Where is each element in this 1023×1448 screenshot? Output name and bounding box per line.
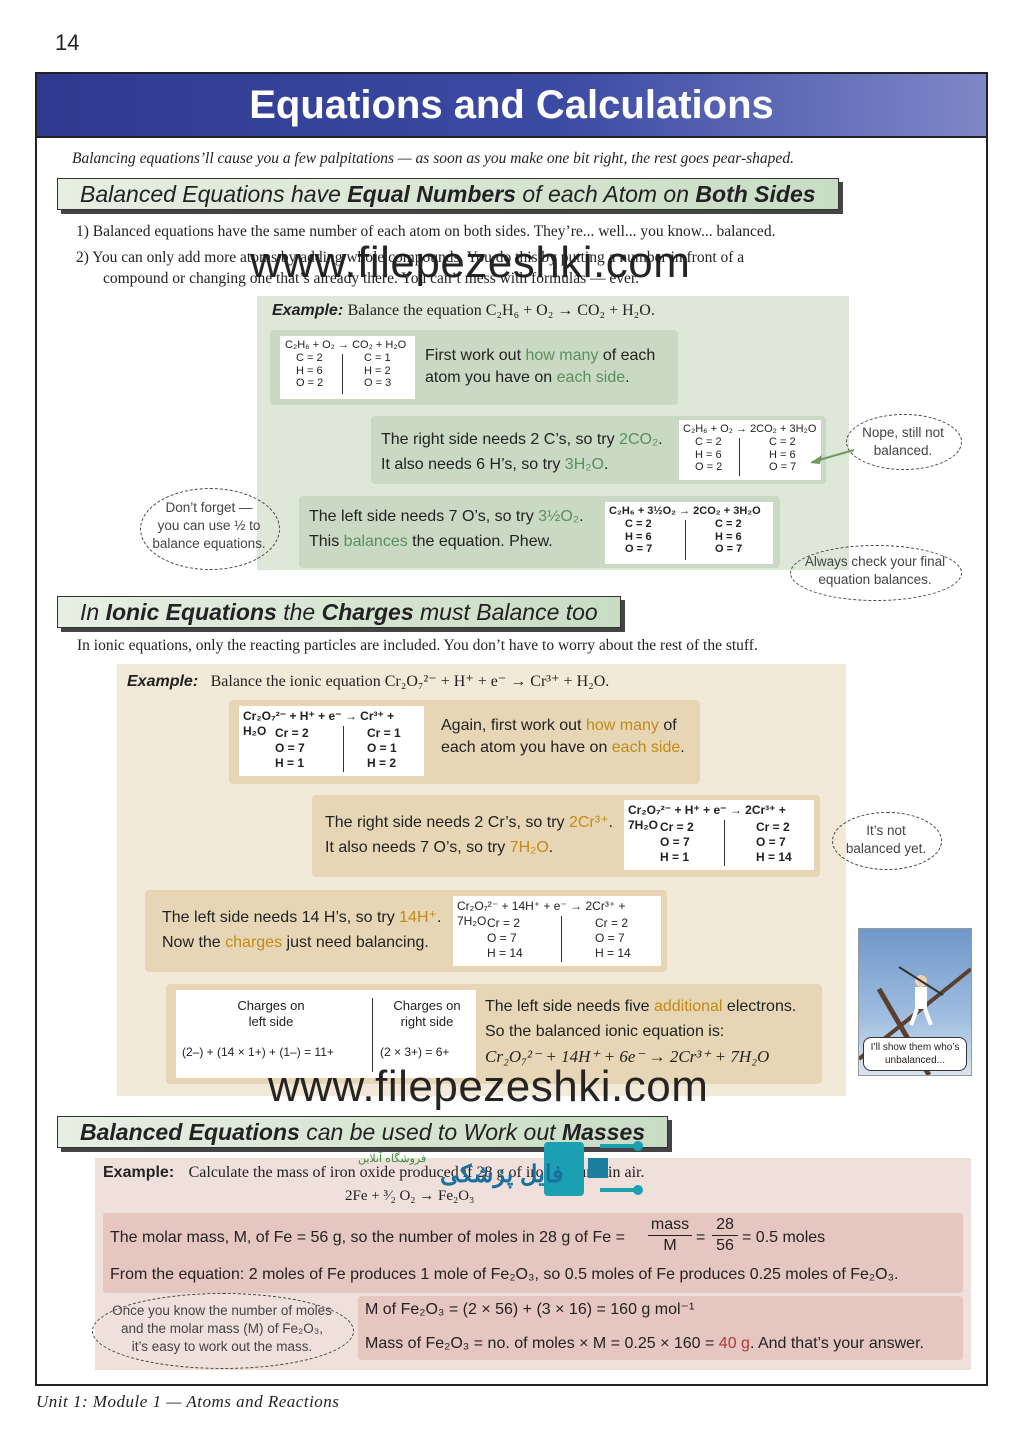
heading-part: Equal Numbers (347, 181, 516, 207)
step2-text: The right side needs 2 C’s, so try 2CO₂.… (381, 431, 663, 473)
molar-line: The molar mass, M, of Fe = 56 g, so the … (110, 1229, 625, 1246)
from-equation-line: From the equation: 2 moles of Fe produce… (110, 1266, 899, 1283)
logo-subtext: فروشگاه آنلاین (358, 1153, 427, 1165)
right-charges-calc: (2 × 3+) = 6+ (380, 1045, 450, 1059)
left-charges-calc: (2–) + (14 × 1+) + (1–) = 11+ (182, 1045, 334, 1059)
molar-mass-line: M of Fe₂O₃ = (2 × 56) + (3 × 16) = 160 g… (365, 1301, 695, 1318)
section2-intro: In ionic equations, only the reacting pa… (77, 637, 758, 654)
section1-point2b: compound or changing one that’s already … (103, 270, 640, 287)
logo-text: فایل پزشکی (440, 1161, 564, 1188)
arrow-icon (810, 449, 855, 464)
molar-box (103, 1213, 963, 1293)
watermark: www.filepezeshki.com (250, 238, 691, 287)
page-frame (35, 72, 988, 1386)
example-label: Example: (272, 302, 344, 319)
heading-part: of each Atom on (515, 181, 696, 207)
footer: Unit 1: Module 1 — Atoms and Reactions (36, 1392, 340, 1411)
callout-burst (92, 1293, 354, 1369)
callout-burst (832, 812, 942, 870)
ionic-step2-text: The right side needs 2 Cr’s, so try 2Cr³… (325, 814, 613, 856)
callout-burst (846, 414, 962, 470)
moles-result: = 0.5 moles (742, 1229, 826, 1246)
logo-icon (540, 1136, 646, 1200)
reaction-equation: 2Fe + ³⁄₂ O₂ → Fe₂O₃ (345, 1188, 475, 1204)
ionic-step3-text: The left side needs 14 H’s, so try 14H⁺.… (162, 909, 442, 951)
section1-heading: Balanced Equations have Equal Numbers of… (57, 178, 839, 210)
equals-sign: = (696, 1229, 706, 1246)
intro-text: Balancing equations’ll cause you a few p… (72, 150, 794, 167)
ionic-step1-text: Again, first work out how many of each a… (441, 717, 685, 756)
step3-text: The left side needs 7 O’s, so try 3½O₂. … (309, 508, 584, 550)
ionic-step4-text: The left side needs five additional elec… (485, 998, 797, 1066)
example1-header: Example: Balance the equation C₂H₆ + O₂ … (272, 302, 655, 320)
section1-point2a: 2) You can only add more atoms by adding… (76, 249, 745, 266)
section1-point1: 1) Balanced equations have the same numb… (76, 223, 776, 240)
callout-burst (140, 488, 280, 570)
mass-answer-line: Mass of Fe₂O₃ = no. of moles × M = 0.25 … (365, 1335, 924, 1352)
section2-heading: In Ionic Equations the Charges must Bala… (57, 596, 621, 628)
page-number: 14 (55, 30, 80, 55)
count-equation: C₂H₆ + O₂ → CO₂ + H₂O (285, 339, 407, 351)
example2-header: Example: Balance the ionic equation Cr₂O… (127, 673, 610, 690)
mass-box (358, 1296, 963, 1360)
page-title: Equations and Calculations (37, 74, 986, 138)
example-text: Balance the equation C₂H₆ + O₂ → CO₂ + H… (347, 302, 655, 319)
callout-burst (790, 545, 962, 601)
watermark: www.filepezeshki.com (268, 1062, 709, 1111)
step1-text: First work out how many of each atom you… (425, 347, 656, 386)
heading-part: Both Sides (695, 181, 816, 207)
heading-part: Balanced Equations have (80, 181, 348, 207)
divider (342, 354, 343, 394)
example3-header: Example: Calculate the mass of iron oxid… (103, 1164, 645, 1181)
ionic-step3-count-box: Cr₂O₇²⁻ + 14H⁺ + e⁻ → 2Cr³⁺ + 7H₂O Cr = … (453, 896, 661, 966)
